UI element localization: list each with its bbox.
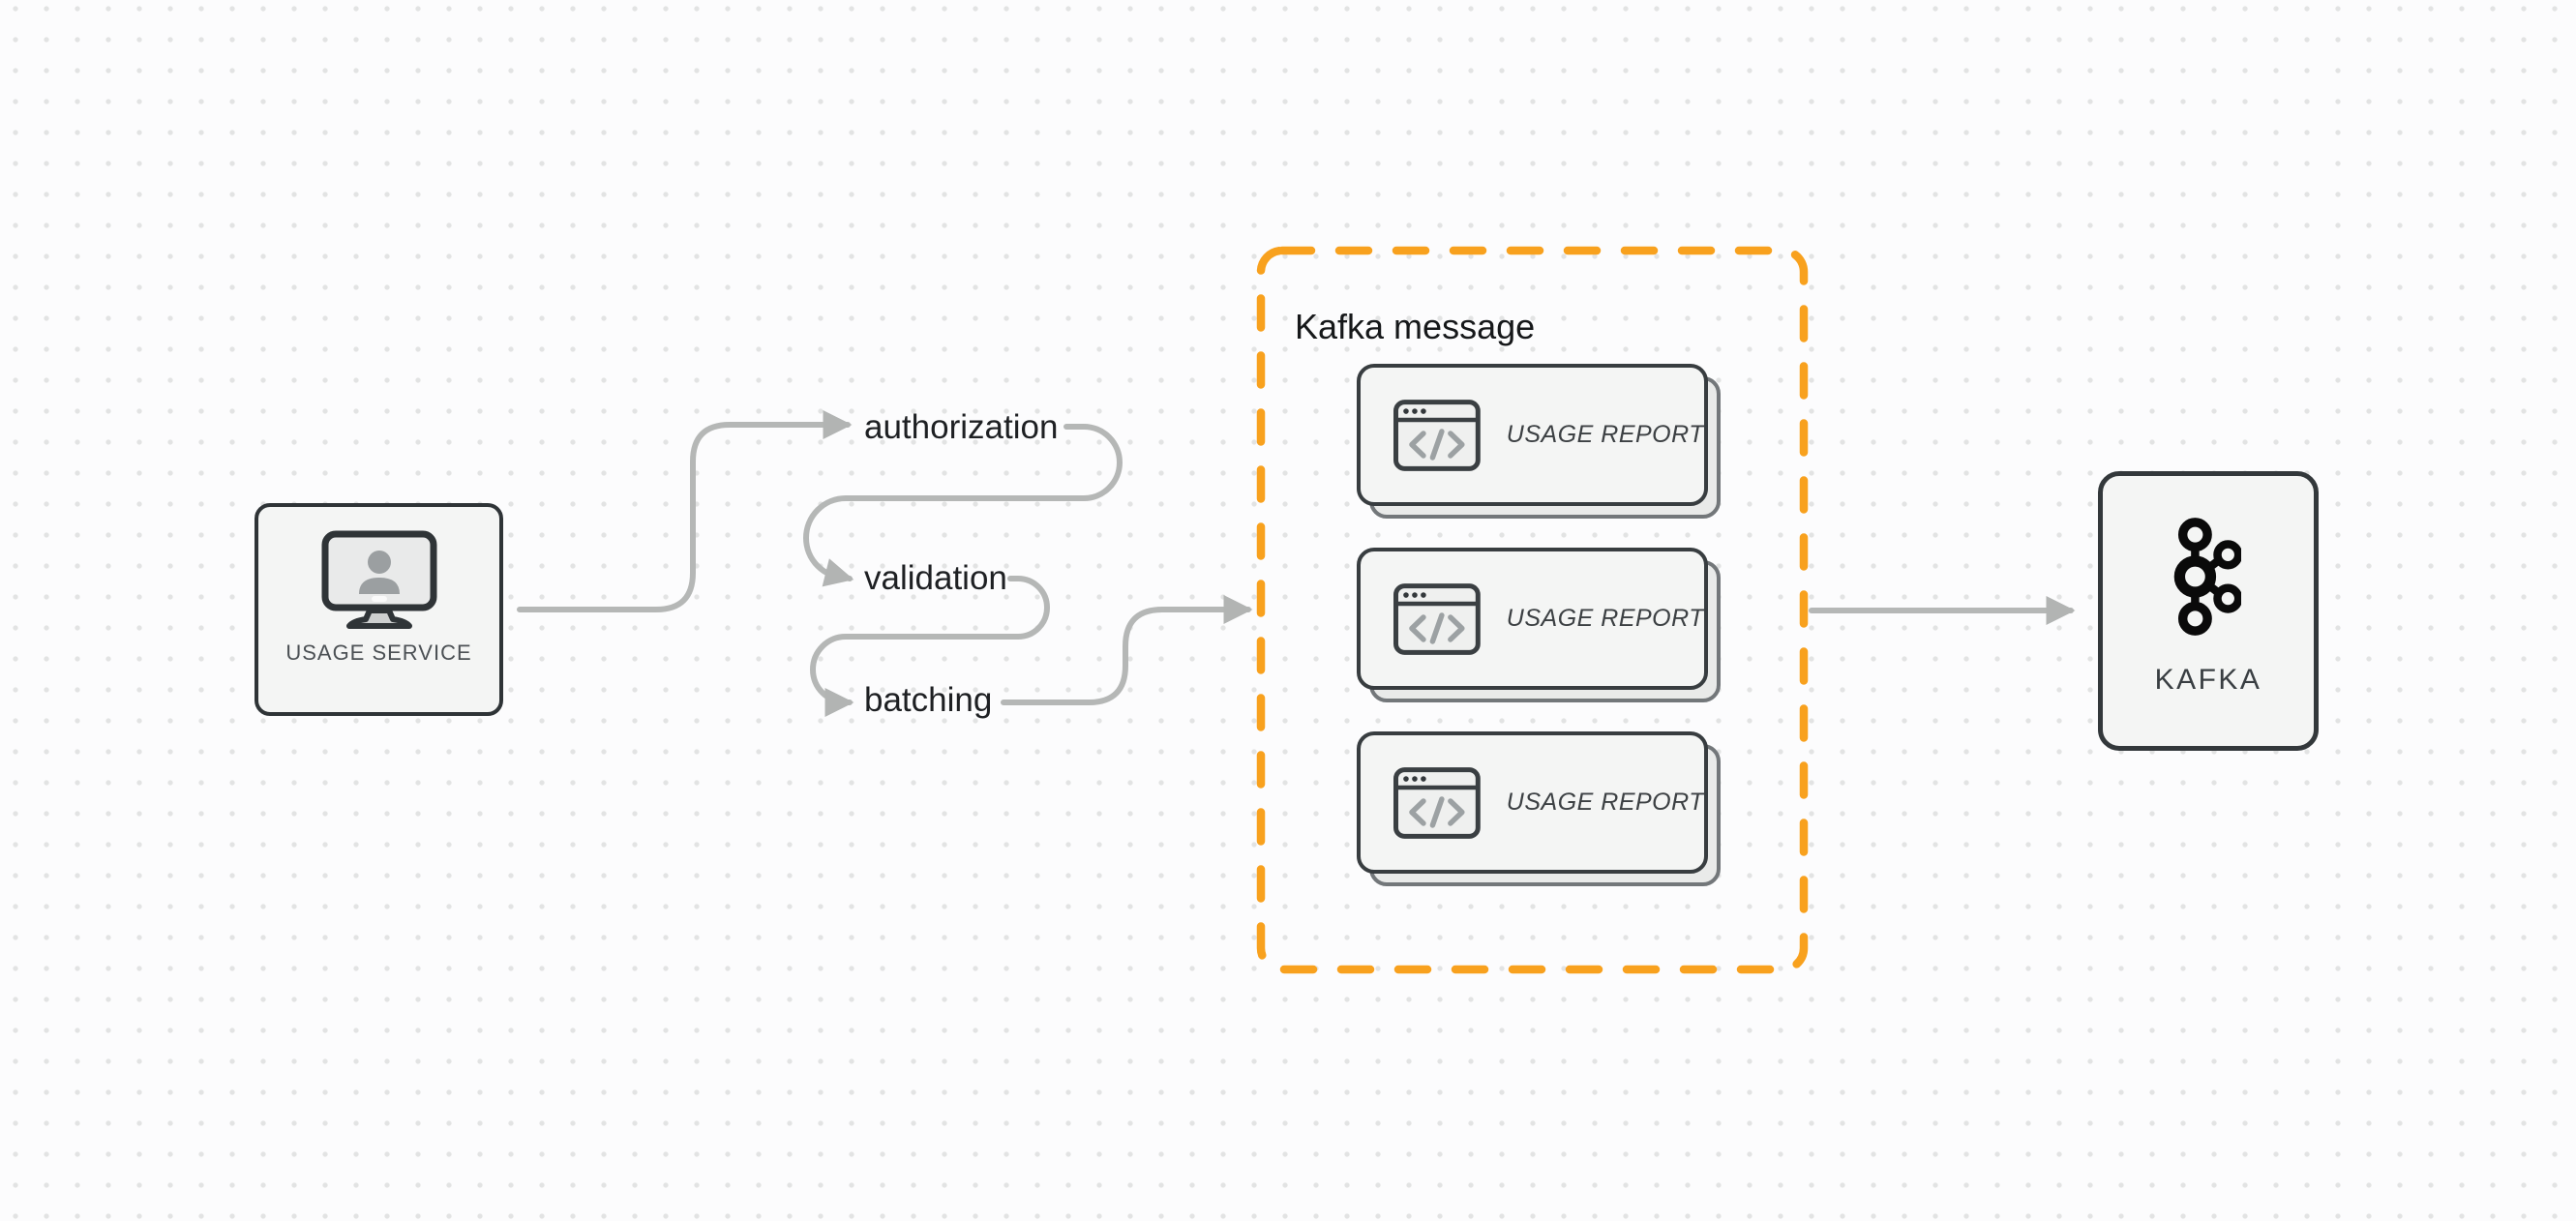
kafka-message-group-border bbox=[1256, 246, 1809, 974]
flow-arrow-authorization-to-validation bbox=[803, 424, 1123, 587]
usage-report-card-front: USAGE REPORT bbox=[1357, 548, 1708, 690]
usage-report-card: USAGE REPORT bbox=[1357, 731, 1721, 886]
kafka-message-group-title: Kafka message bbox=[1295, 307, 1536, 346]
code-window-icon bbox=[1393, 399, 1481, 471]
step-label-batching: batching bbox=[864, 681, 993, 719]
step-label-authorization: authorization bbox=[864, 408, 1059, 446]
usage-report-label: USAGE REPORT bbox=[1506, 421, 1704, 448]
code-window-icon bbox=[1393, 582, 1481, 655]
step-label-validation: validation bbox=[864, 559, 1007, 597]
usage-report-card: USAGE REPORT bbox=[1357, 364, 1721, 519]
kafka-label: KAFKA bbox=[2154, 663, 2262, 696]
usage-report-label: USAGE REPORT bbox=[1506, 789, 1704, 816]
usage-report-card-front: USAGE REPORT bbox=[1357, 731, 1708, 874]
usage-report-label: USAGE REPORT bbox=[1506, 605, 1704, 632]
flow-arrow-batching-to-group bbox=[1001, 595, 1253, 705]
usage-report-card-front: USAGE REPORT bbox=[1357, 364, 1708, 506]
usage-report-card: USAGE REPORT bbox=[1357, 548, 1721, 702]
kafka-logo-icon bbox=[2173, 517, 2241, 636]
usage-service-label: USAGE SERVICE bbox=[285, 640, 472, 665]
kafka-node: KAFKA bbox=[2098, 471, 2319, 751]
code-window-icon bbox=[1393, 766, 1481, 839]
flow-arrow-validation-to-batching bbox=[810, 576, 1050, 717]
flow-arrow-usage-to-authorization bbox=[517, 410, 853, 612]
monitor-user-icon bbox=[321, 530, 436, 629]
usage-service-node: USAGE SERVICE bbox=[255, 503, 503, 716]
